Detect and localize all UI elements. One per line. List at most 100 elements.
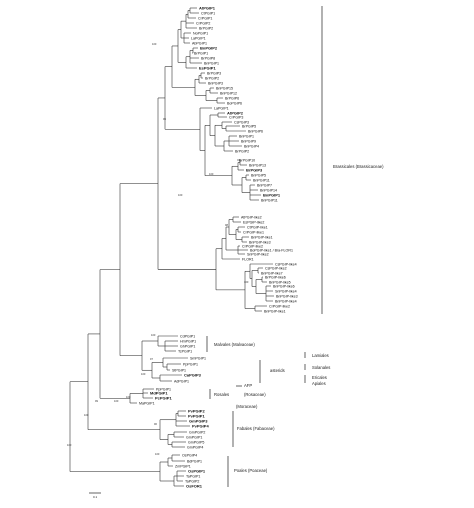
taxon-label: GhPGIP1 <box>180 344 195 348</box>
taxon-label: AtPGIP-like2 <box>241 215 262 219</box>
taxon-label: MaPGIP1 <box>139 401 155 405</box>
taxon-label: BnPGIP-like4 <box>275 299 297 303</box>
clade-afp: AFP <box>244 383 252 388</box>
taxon-label: TcPGIP1 <box>178 349 192 353</box>
taxon-labels: AtPGIP1CtPGIP1CrPGIP1CrPGIP2BrPGIP2NoPGI… <box>139 5 298 488</box>
taxon-label: BnPGIP-like3 <box>249 240 271 244</box>
taxon-label: CdPGIP1 <box>180 334 195 338</box>
taxon-label: PvPGIP1 <box>188 413 205 418</box>
taxon-label: BnPGIP3 <box>208 81 223 85</box>
clade-malvales: Malvales (Malvaceae) <box>214 342 255 347</box>
taxon-label: BnPGIP-like1 <box>251 235 273 239</box>
taxon-label: BnPGIP-like3 <box>276 294 298 298</box>
taxon-label: BrPGIP3 <box>246 167 263 172</box>
bootstrap-value: 100 <box>151 333 156 337</box>
taxon-label: ZmPGIP1 <box>175 464 191 468</box>
bootstrap-value: 99 <box>95 399 98 403</box>
taxon-label: BrPGIP2 <box>235 149 249 153</box>
taxon-label: CrPGIP1 <box>198 16 212 20</box>
taxon-label: BrPGIP6 <box>225 96 239 100</box>
taxon-label: GmPGIP3 <box>189 418 208 423</box>
taxon-label: BnPGIP5 <box>251 173 266 177</box>
taxon-label: GmPGIP2 <box>189 430 205 434</box>
bootstrap-value: 100 <box>141 372 146 376</box>
bootstrap-value: 100 <box>244 280 249 284</box>
taxon-label: HmPGIP1 <box>180 339 196 343</box>
clade-lamiales: Lamiales <box>312 353 329 358</box>
taxon-label: SnPGIP-like2 <box>247 252 269 256</box>
clade-rosaceae: (Rosaceae) <box>244 392 266 397</box>
taxon-label: AdPGIP1 <box>174 379 189 383</box>
clade-fabales: Fabales (Fabaceae) <box>237 426 275 431</box>
bootstrap-value: 99 <box>163 117 166 121</box>
taxon-label: MdPGIP1 <box>150 390 168 395</box>
taxon-label: BrPGIP10 <box>239 158 255 162</box>
taxon-label: BnPGIP1 <box>263 192 281 197</box>
taxon-label: PpPGIP1 <box>183 362 198 366</box>
taxon-label: BnPGIP14 <box>260 188 277 192</box>
taxon-label: CtPGIP-like1 <box>247 225 268 229</box>
taxon-label: BoPGIP-like1 / Bra-FLOR1 <box>250 248 293 252</box>
taxon-label: CaPGIP3 <box>184 372 202 377</box>
taxon-label: BrPGIP2 <box>205 76 219 80</box>
taxon-label: PpPGIP1 <box>156 387 171 391</box>
taxon-label: CrPGIP2 <box>196 21 210 25</box>
scale-bar-label: 0.1 <box>93 495 98 499</box>
taxon-label: BrPGIP3 <box>207 71 221 75</box>
clade-moraceae: (Moraceae) <box>236 404 258 409</box>
bootstrap-value: 100 <box>209 172 214 176</box>
taxon-label: BnPGIP13 <box>249 163 266 167</box>
taxon-label: FLOR1 <box>242 257 254 261</box>
bootstrap-value: 100 <box>114 399 119 403</box>
bootstrap-values: 1009910098100100971001001009910096100100… <box>67 42 249 456</box>
taxon-label: BnPGIP15 <box>216 86 233 90</box>
taxon-label: StPGIP1 <box>172 368 186 372</box>
bootstrap-value: 96 <box>154 422 157 426</box>
clade-ericales: Ericales <box>312 375 327 380</box>
clade-poales: Poales (Poaceae) <box>234 468 268 473</box>
taxon-label: BoPGIP6 <box>227 101 242 105</box>
taxon-label: BdPGIP1 <box>187 459 202 463</box>
clade-solanales: Solanales <box>312 365 330 370</box>
taxon-label: GmPGIP4 <box>187 445 203 449</box>
tree-branches <box>69 7 274 487</box>
taxon-label: GmPGIP5 <box>188 440 204 444</box>
taxon-label: CsPGIP3 <box>234 120 249 124</box>
bootstrap-value: 100 <box>84 413 89 417</box>
taxon-label: BrPGIP-like6 <box>265 275 286 279</box>
bootstrap-value: 100 <box>155 452 160 456</box>
taxon-label: BnPGIP-like1 <box>264 309 286 313</box>
taxon-label: BnPGIP-like6 <box>273 284 295 288</box>
taxon-label: BnPGIP11 <box>261 198 278 202</box>
taxon-label: LaPGIP1 <box>214 106 229 110</box>
taxon-label: LaPGIP1 <box>191 36 206 40</box>
taxon-label: BnPGIP1 <box>204 61 219 65</box>
taxon-label: BnPGIP11 <box>253 178 270 182</box>
bootstrap-value: 100 <box>152 42 157 46</box>
bootstrap-value: 97 <box>150 357 153 361</box>
taxon-label: CsPGIP-like4 <box>275 262 297 266</box>
taxon-label: PcPGIP1 <box>155 395 172 400</box>
taxon-label: BnPGIP-like5 <box>269 280 291 284</box>
taxon-label: GmPGIP1 <box>186 435 202 439</box>
taxon-label: OsPGIP4 <box>182 453 197 457</box>
taxon-label: OsPGIP1 <box>188 468 206 473</box>
taxon-label: AbPGIP1 <box>192 41 207 45</box>
bootstrap-value: 100 <box>67 443 72 447</box>
taxon-label: BnPGIP6 <box>248 129 263 133</box>
taxon-label: TaPGIP1 <box>186 474 200 478</box>
taxon-label: CrPGIP-like1 <box>243 230 264 234</box>
taxon-label: EsPGIP1 <box>199 65 216 70</box>
bootstrap-value: 100 <box>178 193 183 197</box>
taxon-label: NoPGIP1 <box>193 31 208 35</box>
scale-bar: 0.1 <box>89 492 101 499</box>
taxon-label: BnPGIP7 <box>257 183 272 187</box>
clade-annotations: Brassicales (Brassicaceae)Malvales (Malv… <box>206 6 384 487</box>
taxon-label: BrPGIP8 <box>201 56 215 60</box>
taxon-label: CrPGIP-like2 <box>242 244 263 248</box>
taxon-label: TaPGIP2 <box>185 479 199 483</box>
taxon-label: OsFOR1 <box>186 483 203 488</box>
taxon-label: BrPGIP5 <box>242 124 256 128</box>
clade-apiales: Apiales <box>312 381 326 386</box>
